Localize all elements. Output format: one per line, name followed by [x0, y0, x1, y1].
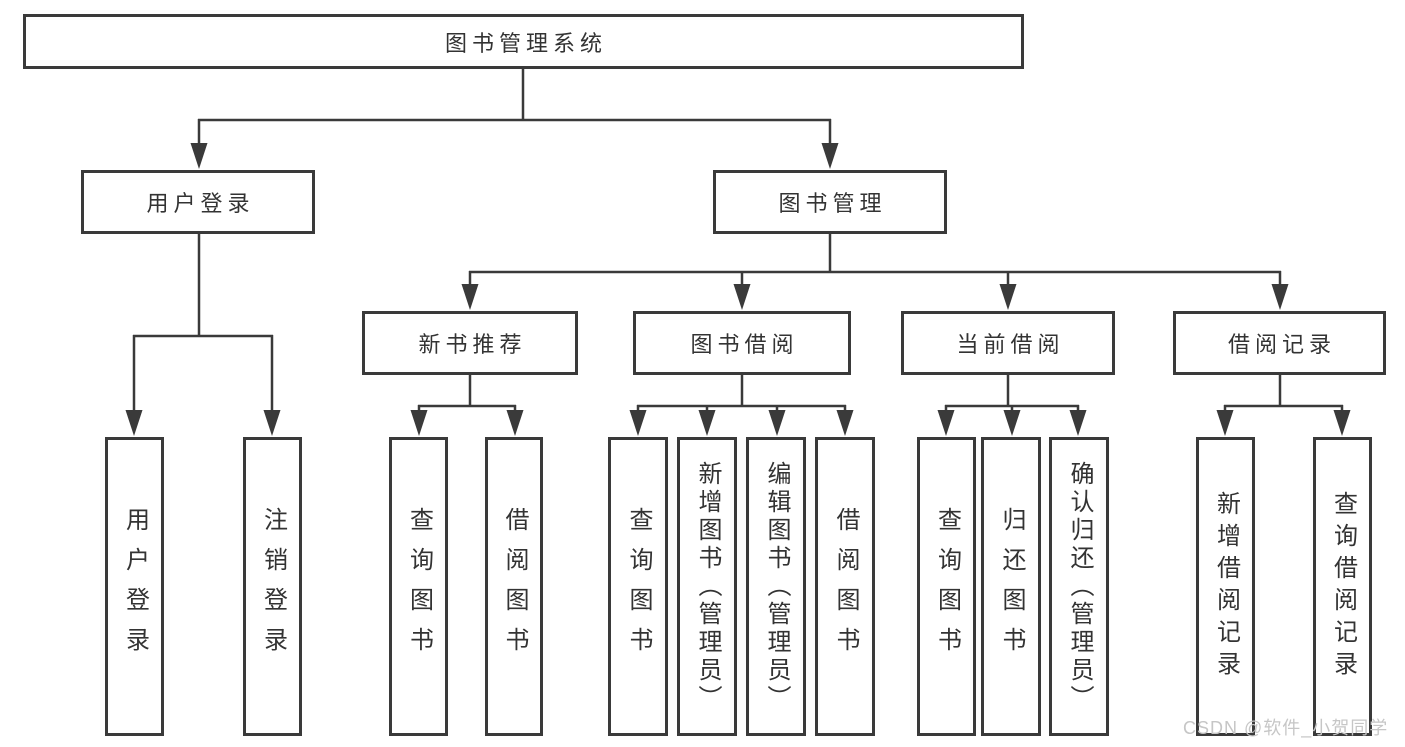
leaf-return-book: 归还图书 [981, 437, 1041, 736]
leaf-borrow-books-1: 借阅图书 [485, 437, 543, 736]
node-book-borrow: 图书借阅 [633, 311, 851, 375]
leaf-edit-book-admin: 编辑图书（管理员） [746, 437, 806, 736]
leaf-logout: 注销登录 [243, 437, 302, 736]
node-new-book-recommend: 新书推荐 [362, 311, 578, 375]
node-user-login: 用户登录 [81, 170, 315, 234]
leaf-add-book-admin: 新增图书（管理员） [677, 437, 737, 736]
leaf-query-books-1: 查询图书 [389, 437, 448, 736]
leaf-add-borrow-record: 新增借阅记录 [1196, 437, 1255, 736]
arrowheads [125, 143, 1351, 436]
csdn-watermark: CSDN @软件_小贺同学 [1183, 718, 1389, 738]
leaf-borrow-books-2: 借阅图书 [815, 437, 875, 736]
leaf-query-books-3: 查询图书 [917, 437, 976, 736]
leaf-query-borrow-record: 查询借阅记录 [1313, 437, 1372, 736]
node-root: 图书管理系统 [23, 14, 1024, 69]
node-borrow-records: 借阅记录 [1173, 311, 1386, 375]
leaf-query-books-2: 查询图书 [608, 437, 668, 736]
node-current-borrow: 当前借阅 [901, 311, 1115, 375]
node-book-management: 图书管理 [713, 170, 947, 234]
leaf-user-login: 用户登录 [105, 437, 164, 736]
leaf-confirm-return-admin: 确认归还（管理员） [1049, 437, 1109, 736]
